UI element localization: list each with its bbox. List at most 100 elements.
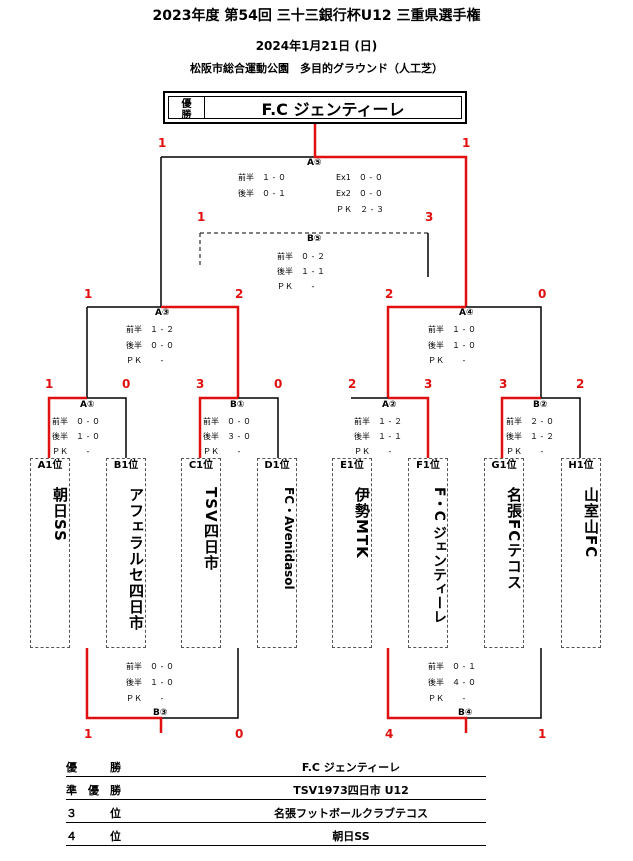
b4-row-1: 前半 ０ - １ — [428, 662, 476, 671]
team-slot-d1: D1位 FC・Avenidasol — [257, 458, 297, 648]
score-b3-right: 0 — [235, 727, 244, 741]
a2-row-2: 後半 １ - １ — [354, 432, 402, 441]
team-slot-h1: H1位 山室山FC — [561, 458, 601, 648]
a1-row-1: 前半 ０ - ０ — [52, 417, 100, 426]
score-a2-left: 2 — [348, 377, 357, 391]
b2-row-1: 前半 ２ - ０ — [506, 417, 554, 426]
a2-row-3: ＰＫ - — [354, 447, 392, 456]
result-team: 朝日SS — [332, 830, 370, 843]
a5-row-1: 前半 １ - ０ — [238, 173, 286, 182]
result-team: 名張フットボールクラブテコス — [274, 807, 428, 820]
b4-row-3: ＰＫ - — [428, 694, 466, 703]
a3-row-3: ＰＫ - — [126, 356, 164, 365]
slot-label: B1位 — [113, 460, 139, 471]
score-b4-right: 1 — [538, 727, 547, 741]
score-b5-right: 3 — [425, 210, 434, 224]
result-row-1: 優 勝 F.C ジェンティーレ — [66, 756, 486, 777]
result-rank: 優 勝 — [66, 761, 121, 774]
result-team: TSV1973四日市 U12 — [293, 784, 409, 797]
slot-label: G1位 — [491, 460, 517, 471]
node-b2: B② — [533, 400, 548, 410]
node-a2: A② — [382, 400, 397, 410]
b5-row-3: ＰＫ - — [277, 282, 315, 291]
a4-row-3: ＰＫ - — [428, 356, 466, 365]
result-row-4: ４ 位 朝日SS — [66, 825, 486, 846]
champion-tag-line2: 勝 — [181, 110, 192, 121]
a1-row-3: ＰＫ - — [52, 447, 90, 456]
node-a1: A① — [80, 400, 95, 410]
score-b5-left: 1 — [197, 210, 206, 224]
b3-row-2: 後半 １ - ０ — [126, 678, 174, 687]
a5-row-3: Ex1 ０ - ０ — [336, 173, 383, 182]
team-name: FC・Avenidasol — [282, 487, 296, 590]
team-name: TSV四日市 — [202, 487, 220, 571]
b2-row-2: 後半 １ - ２ — [506, 432, 554, 441]
match-date: 2024年1月21日 (日) — [255, 39, 378, 53]
score-b1-right: 0 — [274, 377, 283, 391]
a5-row-4: Ex2 ０ - ０ — [336, 189, 383, 198]
score-a1-left: 1 — [45, 377, 54, 391]
slot-label: F1位 — [416, 460, 440, 471]
score-a3-right: 2 — [235, 287, 244, 301]
a4-row-1: 前半 １ - ０ — [428, 325, 476, 334]
result-team: F.C ジェンティーレ — [301, 761, 401, 774]
score-b4-left: 4 — [385, 727, 394, 741]
score-a4-left: 2 — [385, 287, 394, 301]
champion-box: 優 勝 F.C ジェンティーレ — [163, 91, 467, 124]
team-slot-e1: E1位 伊勢MTK — [332, 458, 372, 648]
team-name: F・C ジェンティーレ — [431, 487, 447, 624]
slot-label: D1位 — [264, 460, 290, 471]
a1-row-2: 後半 １ - ０ — [52, 432, 100, 441]
a3-row-2: 後半 ０ - ０ — [126, 341, 174, 350]
b1-row-1: 前半 ０ - ０ — [203, 417, 251, 426]
b4-row-2: 後半 ４ - ０ — [428, 678, 476, 687]
venue: 松阪市総合運動公園 多目的グラウンド（人工芝） — [190, 62, 443, 75]
node-a3: A③ — [155, 308, 170, 318]
a3-row-1: 前半 １ - ２ — [126, 325, 174, 334]
b1-row-3: ＰＫ - — [203, 447, 241, 456]
team-name: アフェラルセ四日市 — [127, 487, 145, 631]
b3-row-1: 前半 ０ - ０ — [126, 662, 174, 671]
result-row-3: ３ 位 名張フットボールクラブテコス — [66, 802, 486, 823]
slot-label: A1位 — [37, 460, 63, 471]
result-row-2: 準 優 勝 TSV1973四日市 U12 — [66, 779, 486, 800]
champion-tag: 優 勝 — [169, 97, 205, 121]
team-name: 伊勢MTK — [353, 487, 371, 559]
team-slot-c1: C1位 TSV四日市 — [181, 458, 221, 648]
b3-row-3: ＰＫ - — [126, 694, 164, 703]
a2-row-1: 前半 １ - ２ — [354, 417, 402, 426]
score-a3-left: 1 — [84, 287, 93, 301]
score-a5-right: 1 — [462, 136, 471, 150]
score-a5-left: 1 — [158, 136, 167, 150]
page-title: 2023年度 第54回 三十三銀行杯U12 三重県選手権 — [152, 8, 481, 24]
slot-label: H1位 — [568, 460, 594, 471]
result-rank: ３ 位 — [66, 807, 121, 820]
node-a5: A⑤ — [307, 158, 322, 168]
slot-label: E1位 — [340, 460, 364, 471]
b1-row-2: 後半 ３ - ０ — [203, 432, 251, 441]
score-a1-right: 0 — [122, 377, 131, 391]
node-b5: B⑤ — [307, 234, 322, 244]
champion-tag-line1: 優 — [181, 99, 192, 110]
score-b1-left: 3 — [196, 377, 205, 391]
b5-row-2: 後半 １ - １ — [277, 267, 325, 276]
b5-row-1: 前半 ０ - ２ — [277, 252, 325, 261]
node-b3: B③ — [153, 708, 168, 718]
slot-label: C1位 — [188, 460, 214, 471]
score-a2-right: 3 — [424, 377, 433, 391]
team-slot-f1: F1位 F・C ジェンティーレ — [408, 458, 448, 648]
team-slot-a1: A1位 朝日SS — [30, 458, 70, 648]
result-rank: ４ 位 — [66, 830, 121, 843]
team-name: 朝日SS — [51, 487, 69, 542]
a5-row-5: ＰＫ ２ - ３ — [336, 205, 384, 214]
a4-row-2: 後半 １ - ０ — [428, 341, 476, 350]
a5-row-2: 後半 ０ - １ — [238, 189, 286, 198]
score-b2-left: 3 — [499, 377, 508, 391]
node-b4: B④ — [458, 708, 473, 718]
score-b2-right: 2 — [576, 377, 585, 391]
node-b1: B① — [230, 400, 245, 410]
score-a4-right: 0 — [538, 287, 547, 301]
score-b3-left: 1 — [84, 727, 93, 741]
team-slot-b1: B1位 アフェラルセ四日市 — [106, 458, 146, 648]
